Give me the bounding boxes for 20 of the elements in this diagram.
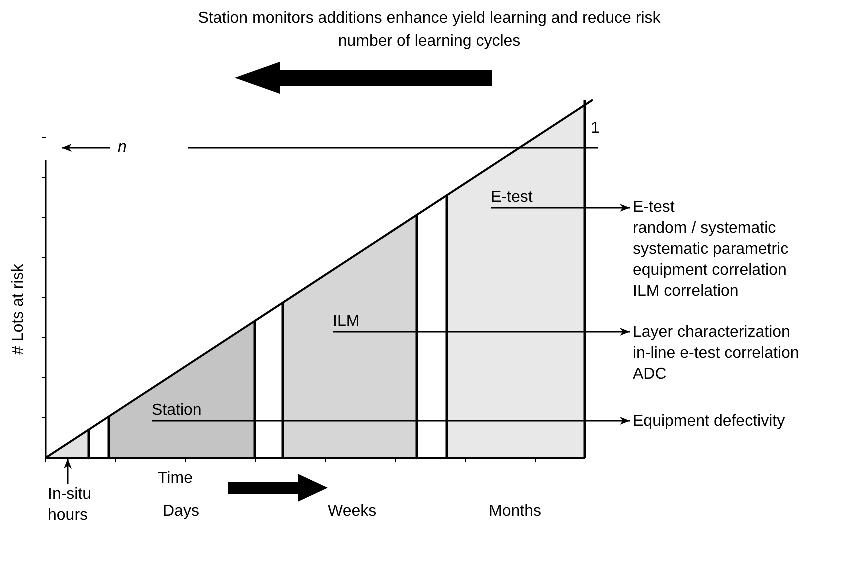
axis-symbol: n <box>118 138 127 158</box>
arrow <box>64 459 72 484</box>
region-label: E-test <box>491 187 533 208</box>
time-scale-label: Days <box>163 502 200 522</box>
arrow <box>152 417 630 425</box>
time-scale-label: Months <box>489 502 542 522</box>
axis-title: Time <box>158 469 193 489</box>
region-label: Station <box>152 400 202 421</box>
region-label: ILM <box>333 311 360 332</box>
axis-title: # Lots at risk <box>9 264 28 355</box>
arrow <box>491 204 630 212</box>
arrow <box>333 328 630 336</box>
description-text: E-test random / systematic systematic parametric equipment correlation ILM correlation <box>633 197 789 302</box>
description-text: Layer characterization in-line e-test correlation ADC <box>633 322 800 385</box>
axis-number: 1 <box>591 119 600 139</box>
description-text: In-situ hours <box>48 484 108 526</box>
time-scale-label: Weeks <box>328 502 377 522</box>
description-text: Equipment defectivity <box>633 411 786 432</box>
title-text: Station monitors additions enhance yield learning and reduce risk <box>197 9 662 29</box>
title-text: number of learning cycles <box>337 32 522 52</box>
